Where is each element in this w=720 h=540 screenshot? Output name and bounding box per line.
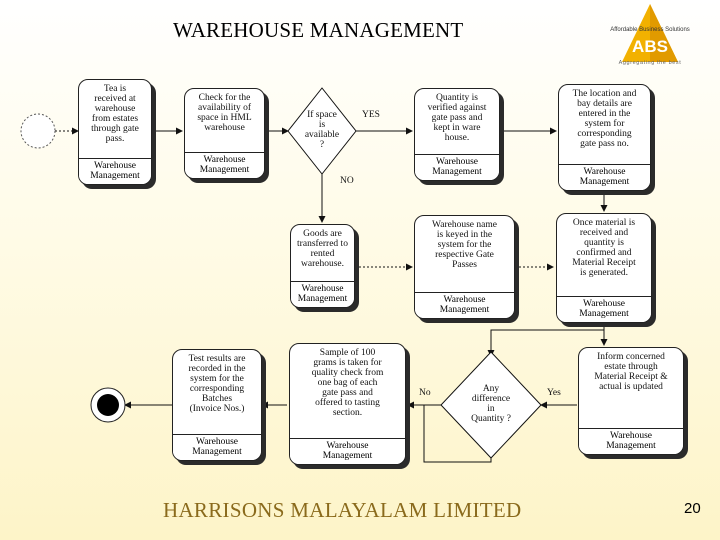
- step-text: Inform concerned estate through Material…: [594, 352, 668, 392]
- step-lane-label: Warehouse Management: [415, 292, 514, 318]
- step-text: Goods are transferred to rented warehous…: [297, 229, 348, 269]
- step-text: The location and bay details are entered…: [572, 89, 637, 149]
- end-node-core: [97, 394, 119, 416]
- step-lane-label: Warehouse Management: [559, 164, 650, 190]
- step-tea-received: Tea is received at warehouse from estate…: [78, 79, 152, 185]
- start-node: [20, 113, 56, 149]
- decision-difference-no-label: No: [419, 388, 431, 398]
- connector-to-difference-top: [487, 329, 604, 357]
- step-text: Tea is received at warehouse from estate…: [91, 84, 139, 144]
- step-quantity-verified: Quantity is verified against gate pass a…: [414, 88, 500, 181]
- page-title: WAREHOUSE MANAGEMENT: [173, 18, 464, 42]
- step-lane-label: Warehouse Management: [79, 158, 151, 184]
- step-lane-label: Warehouse Management: [290, 438, 405, 464]
- step-lane-label: Warehouse Management: [557, 296, 651, 322]
- decision-space-text: If space is available ?: [304, 110, 340, 150]
- step-text: Quantity is verified against gate pass a…: [427, 93, 487, 143]
- company-name: HARRISONS MALAYALAM LIMITED: [163, 498, 522, 522]
- step-warehouse-name: Warehouse name is keyed in the system fo…: [414, 215, 515, 319]
- step-lane-label: Warehouse Management: [579, 428, 683, 454]
- step-test-results: Test results are recorded in the system …: [172, 349, 262, 461]
- logo-wordmark: ABS: [632, 37, 668, 56]
- step-material-receipt: Once material is received and quantity i…: [556, 213, 652, 323]
- logo-slogan: Aggregating the best: [618, 60, 682, 66]
- step-text: Warehouse name is keyed in the system fo…: [432, 220, 497, 270]
- decision-difference-diamond: [440, 351, 542, 459]
- page-number: 20: [684, 500, 701, 517]
- abs-logo: Affordable Business Solutions ABS Aggreg…: [604, 4, 696, 68]
- step-text: Check for the availability of space in H…: [197, 93, 252, 133]
- decision-difference-text: Any difference in Quantity ?: [471, 384, 511, 424]
- step-lane-label: Warehouse Management: [185, 152, 264, 178]
- step-check-space: Check for the availability of space in H…: [184, 88, 265, 179]
- logo-tagline: Affordable Business Solutions: [610, 27, 690, 33]
- decision-difference-yes-label: Yes: [547, 388, 561, 398]
- step-text: Sample of 100 grams is taken for quality…: [311, 348, 384, 418]
- step-lane-label: Warehouse Management: [415, 154, 499, 180]
- step-goods-transferred: Goods are transferred to rented warehous…: [290, 224, 355, 308]
- decision-space-yes-label: YES: [362, 110, 380, 120]
- decision-space-no-label: NO: [340, 176, 354, 186]
- decision-space-diamond: [287, 87, 357, 175]
- step-lane-label: Warehouse Management: [291, 281, 354, 307]
- step-text: Once material is received and quantity i…: [572, 218, 636, 278]
- step-lane-label: Warehouse Management: [173, 434, 261, 460]
- step-location-entered: The location and bay details are entered…: [558, 84, 651, 191]
- step-sample-taken: Sample of 100 grams is taken for quality…: [289, 343, 406, 465]
- step-text: Test results are recorded in the system …: [188, 354, 246, 414]
- step-inform-estate: Inform concerned estate through Material…: [578, 347, 684, 455]
